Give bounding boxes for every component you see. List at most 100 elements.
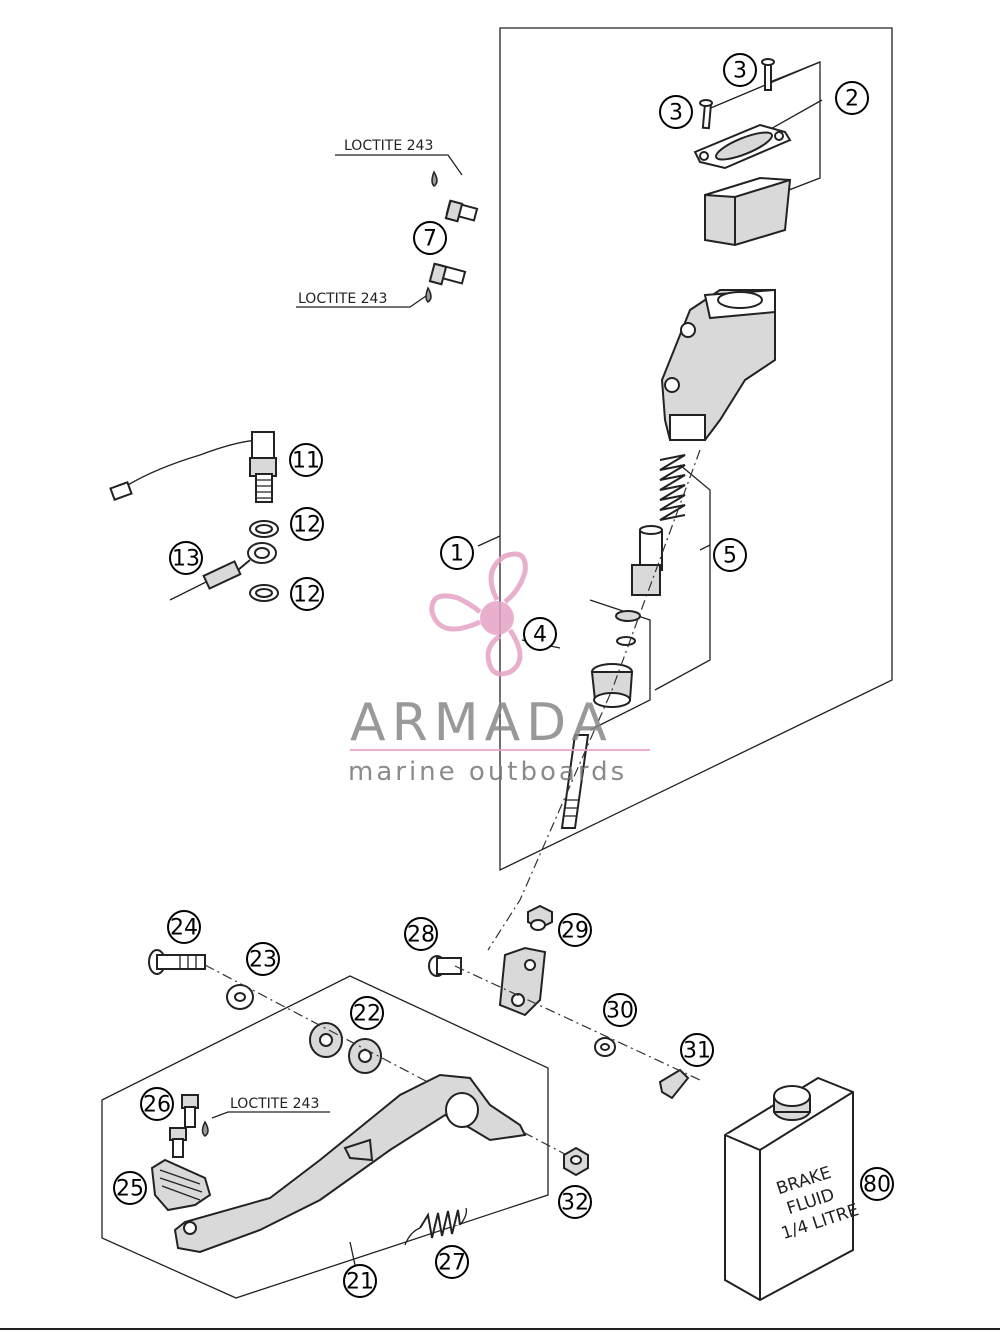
piston-group-bracket (654, 464, 711, 691)
return-spring (404, 1207, 468, 1246)
callout-circle (246, 942, 280, 976)
callout-27: 27 (435, 1245, 469, 1279)
pivot-bolt (148, 949, 206, 975)
callout-circle (558, 913, 592, 947)
callout-circle (659, 95, 693, 129)
piston (631, 525, 663, 596)
callout-number: 27 (438, 1251, 466, 1276)
callout-number: 11 (292, 449, 320, 474)
push-rod (560, 734, 590, 829)
callout-number: 3 (733, 59, 747, 84)
callout-number: 1 (450, 542, 464, 567)
callout-1: 1 (440, 536, 474, 570)
callout-22: 22 (350, 996, 384, 1030)
loctite-drop-lower (425, 286, 432, 303)
callout-number: 21 (346, 1270, 374, 1295)
callout-number: 80 (863, 1173, 891, 1198)
bushing-upper (309, 1022, 343, 1058)
loctite-drop-upper (431, 170, 438, 187)
callout-80: 80 (860, 1167, 894, 1201)
callout-3a: 3 (723, 53, 757, 87)
callout-12a: 12 (290, 507, 324, 541)
callout-number: 29 (561, 919, 589, 944)
callout-29: 29 (558, 913, 592, 947)
boot-seal (590, 663, 634, 708)
master-cylinder-group-frame (499, 27, 893, 872)
callout-4: 4 (523, 617, 557, 651)
reservoir-cap (693, 123, 792, 170)
callout-28: 28 (404, 917, 438, 951)
callout-circle (113, 1171, 147, 1205)
banjo-bolt-lower (428, 262, 467, 286)
callout-circle (343, 1264, 377, 1298)
armada-propeller-logo (429, 551, 528, 677)
loctite-label-lower: LOCTITE 243 (298, 291, 387, 307)
callout-circle (350, 996, 384, 1030)
reservoir-diaphragm (704, 176, 792, 247)
callout-number: 26 (143, 1093, 171, 1118)
callout-number: 22 (353, 1002, 381, 1027)
callout-7: 7 (413, 221, 447, 255)
callout-30: 30 (603, 993, 637, 1027)
callout-circle (167, 910, 201, 944)
callout-circle (713, 538, 747, 572)
svg-text:BRAKE FLUID 1/4 LI: BRAKE FLUID 1/4 LITRE (765, 1158, 861, 1244)
callout-circle (440, 536, 474, 570)
callout-number: 23 (249, 948, 277, 973)
clevis-nut (527, 904, 553, 931)
callout-number: 7 (423, 227, 437, 252)
watermark-title: ARMADA (350, 693, 613, 753)
callout-circle (290, 577, 324, 611)
callout-circle (835, 81, 869, 115)
callout-number: 3 (669, 101, 683, 126)
loctite-label-upper: LOCTITE 243 (344, 138, 433, 154)
callout-circle (558, 1185, 592, 1219)
loctite-label-lever: LOCTITE 243 (230, 1096, 319, 1112)
callout-21: 21 (343, 1264, 377, 1298)
callout-circle (289, 443, 323, 477)
watermark-subtitle: marine outboards (348, 757, 627, 787)
lever-group-frame (101, 975, 549, 1299)
callout-5: 5 (713, 538, 747, 572)
split-pin (658, 1068, 690, 1100)
lever-nut (563, 1146, 589, 1177)
step-plate-bolt-upper (181, 1094, 199, 1128)
step-plate-bolt-lower (169, 1127, 187, 1158)
callout-31: 31 (680, 1033, 714, 1067)
callout-number: 12 (293, 583, 321, 608)
banjo-bolt-upper (444, 199, 479, 223)
callout-circle (140, 1087, 174, 1121)
callout-23: 23 (246, 942, 280, 976)
callout-24: 24 (167, 910, 201, 944)
callout-circle (723, 53, 757, 87)
callout-circle (523, 617, 557, 651)
callout-number: 25 (116, 1177, 144, 1202)
cap-screw-upper (761, 58, 775, 91)
callout-number: 4 (533, 623, 547, 648)
callout-circle (404, 917, 438, 951)
seal-ring-2 (616, 636, 636, 646)
callout-12b: 12 (290, 577, 324, 611)
callout-number: 31 (683, 1039, 711, 1064)
callout-number: 32 (561, 1191, 589, 1216)
callout-circle (413, 221, 447, 255)
brake-fluid-can: BRAKE FLUID 1/4 LITRE (724, 1076, 861, 1302)
callout-circle (290, 507, 324, 541)
bushing-lower (348, 1038, 382, 1074)
brake-pedal-lever (173, 1073, 527, 1254)
callout-circle (680, 1033, 714, 1067)
callout-number: 13 (172, 547, 200, 572)
cap-screw-lower (699, 99, 713, 130)
callout-circle (603, 993, 637, 1027)
clevis (498, 946, 547, 1017)
callout-13: 13 (169, 541, 203, 575)
loctite-drop-lever (201, 1120, 209, 1137)
callout-3b: 3 (659, 95, 693, 129)
callout-circle (435, 1245, 469, 1279)
piston-spring (659, 454, 686, 521)
callout-25: 25 (113, 1171, 147, 1205)
callout-number: 30 (606, 999, 634, 1024)
callout-26: 26 (140, 1087, 174, 1121)
